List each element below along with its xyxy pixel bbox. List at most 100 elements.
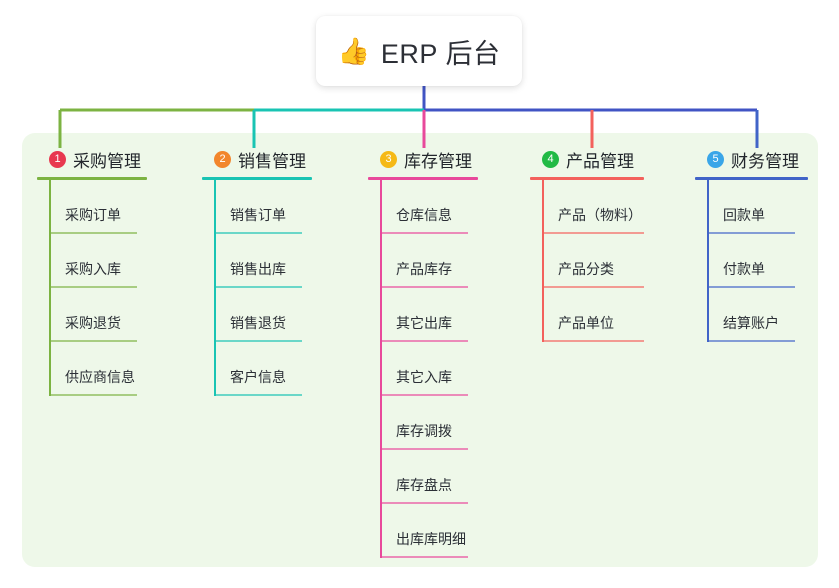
tree-leaf-label: 付款单 [723,261,765,277]
tree-leaf-label: 产品分类 [558,261,614,277]
column-title: 销售管理 [238,151,306,171]
column-header-3[interactable]: 3 库存管理 [368,146,478,172]
tree-leaf-node[interactable]: 产品库存 [380,234,478,288]
tree-leaf-rule [380,556,468,558]
column-header-rule [37,177,147,180]
tree-leaf-node[interactable]: 销售退货 [214,288,312,342]
tree-leaf-label: 结算账户 [723,315,779,331]
diagram-column-1: 1 采购管理采购订单采购入库采购退货供应商信息 [37,146,147,396]
tree-leaf-label: 客户信息 [230,369,286,385]
tree-leaf-rule [49,232,137,234]
root-node-erp-backend[interactable]: 👍 ERP 后台 [316,16,522,86]
tree-leaf-node[interactable]: 付款单 [707,234,808,288]
column-title: 库存管理 [404,151,472,171]
column-title: 财务管理 [731,151,799,171]
column-badge-number-icon: 1 [49,150,66,168]
tree-leaf-label: 销售订单 [230,207,286,223]
tree-leaf-node[interactable]: 回款单 [707,180,808,234]
tree-leaf-rule [49,340,137,342]
column-header-rule [530,177,644,180]
tree-leaf-label: 销售出库 [230,261,286,277]
column-item-list: 回款单付款单结算账户 [695,180,808,342]
column-header-2[interactable]: 2 销售管理 [202,146,312,172]
tree-leaf-label: 产品（物料） [558,207,642,223]
column-spine-line [380,180,382,558]
tree-leaf-label: 仓库信息 [396,207,452,223]
root-node-label: ERP 后台 [380,38,501,69]
tree-leaf-label: 采购退货 [65,315,121,331]
tree-leaf-node[interactable]: 结算账户 [707,288,808,342]
column-header-1[interactable]: 1 采购管理 [37,146,147,172]
tree-leaf-rule [380,286,468,288]
tree-leaf-rule [214,286,302,288]
tree-leaf-node[interactable]: 客户信息 [214,342,312,396]
tree-leaf-node[interactable]: 销售出库 [214,234,312,288]
tree-leaf-label: 供应商信息 [65,369,135,385]
diagram-column-3: 3 库存管理仓库信息产品库存其它出库其它入库库存调拨库存盘点出库库明细 [368,146,478,558]
diagram-column-2: 2 销售管理销售订单销售出库销售退货客户信息 [202,146,312,396]
tree-leaf-node[interactable]: 产品分类 [542,234,644,288]
tree-leaf-rule [49,286,137,288]
tree-leaf-node[interactable]: 出库库明细 [380,504,478,558]
column-item-list: 销售订单销售出库销售退货客户信息 [202,180,312,396]
column-spine-line [707,180,709,342]
column-spine-line [49,180,51,396]
tree-leaf-rule [380,394,468,396]
tree-leaf-node[interactable]: 产品单位 [542,288,644,342]
column-badge-number-icon: 3 [380,150,397,168]
tree-leaf-node[interactable]: 其它入库 [380,342,478,396]
tree-leaf-rule [542,286,644,288]
column-badge-number-icon: 2 [214,150,231,168]
column-header-rule [202,177,312,180]
tree-leaf-rule [380,232,468,234]
tree-leaf-label: 库存调拨 [396,423,452,439]
tree-leaf-node[interactable]: 采购入库 [49,234,147,288]
tree-leaf-node[interactable]: 其它出库 [380,288,478,342]
tree-leaf-node[interactable]: 销售订单 [214,180,312,234]
tree-leaf-node[interactable]: 产品（物料） [542,180,644,234]
tree-leaf-node[interactable]: 库存盘点 [380,450,478,504]
tree-leaf-label: 销售退货 [230,315,286,331]
column-item-list: 仓库信息产品库存其它出库其它入库库存调拨库存盘点出库库明细 [368,180,478,558]
diagram-column-4: 4 产品管理产品（物料） 产品分类产品单位 [530,146,644,342]
tree-leaf-rule [707,340,795,342]
column-header-5[interactable]: 5 财务管理 [695,146,808,172]
column-header-rule [695,177,808,180]
tree-leaf-rule [542,340,644,342]
tree-leaf-rule [380,502,468,504]
tree-leaf-label: 其它出库 [396,315,452,331]
tree-leaf-node[interactable]: 采购订单 [49,180,147,234]
tree-leaf-label: 产品单位 [558,315,614,331]
diagram-column-5: 5 财务管理回款单付款单结算账户 [695,146,808,342]
tree-leaf-rule [214,232,302,234]
tree-leaf-rule [49,394,137,396]
column-title: 采购管理 [73,151,141,171]
tree-leaf-node[interactable]: 库存调拨 [380,396,478,450]
tree-leaf-node[interactable]: 供应商信息 [49,342,147,396]
column-item-list: 采购订单采购入库采购退货供应商信息 [37,180,147,396]
tree-leaf-node[interactable]: 仓库信息 [380,180,478,234]
column-header-rule [368,177,478,180]
tree-leaf-rule [707,232,795,234]
tree-leaf-rule [707,286,795,288]
tree-leaf-label: 其它入库 [396,369,452,385]
tree-leaf-label: 采购订单 [65,207,121,223]
column-spine-line [542,180,544,342]
column-item-list: 产品（物料） 产品分类产品单位 [530,180,644,342]
column-badge-number-icon: 5 [707,150,724,168]
tree-leaf-rule [380,340,468,342]
tree-leaf-node[interactable]: 采购退货 [49,288,147,342]
thumbs-up-icon: 👍 [337,37,370,67]
tree-leaf-label: 出库库明细 [396,531,466,547]
column-header-4[interactable]: 4 产品管理 [530,146,644,172]
tree-leaf-label: 库存盘点 [396,477,452,493]
column-badge-number-icon: 4 [542,150,559,168]
diagram-background-panel [22,133,818,567]
column-title: 产品管理 [566,151,634,171]
tree-leaf-rule [542,232,644,234]
tree-leaf-rule [214,340,302,342]
tree-leaf-label: 采购入库 [65,261,121,277]
tree-leaf-label: 回款单 [723,207,765,223]
tree-leaf-rule [214,394,302,396]
